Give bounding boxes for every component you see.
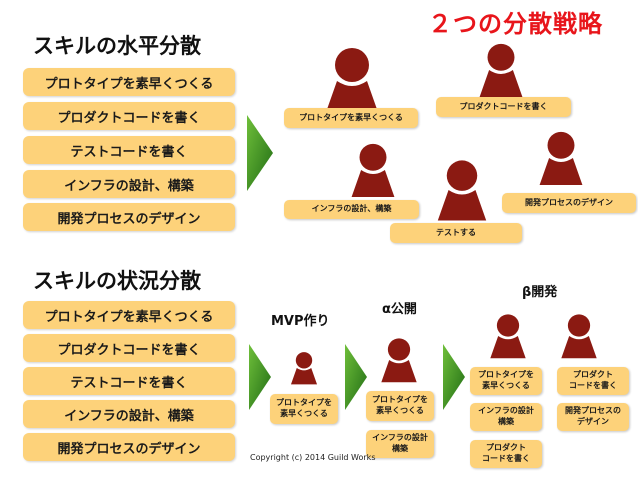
- person-icon-product-code: [479, 43, 523, 97]
- beta-person2-chip-process: 開発プロセスの デザイン: [557, 403, 629, 431]
- person-label-process: 開発プロセスのデザイン: [502, 193, 636, 213]
- situational-skill-process: 開発プロセスのデザイン: [23, 433, 235, 461]
- horizontal-skill-prototype: プロトタイプを素早くつくる: [23, 68, 235, 96]
- beta-person2-chip-product-code: プロダクト コードを書く: [557, 367, 629, 395]
- person-icon-beta-1: [490, 314, 526, 359]
- person-icon-process: [539, 131, 583, 185]
- beta-person1-chip-prototype: プロトタイプを 素早くつくる: [470, 367, 542, 395]
- person-icon-beta-2: [561, 314, 597, 359]
- beta-person1-chip-infra: インフラの設計 構築: [470, 403, 542, 431]
- mvp-chip-prototype: プロトタイプを 素早くつくる: [270, 394, 338, 424]
- person-label-prototype: プロトタイプを素早くつくる: [284, 108, 418, 128]
- stage-label-beta: β開発: [522, 285, 558, 300]
- situational-section-title: スキルの状況分散: [33, 269, 201, 293]
- alpha-chip-prototype: プロトタイプを 素早くつくる: [366, 391, 434, 421]
- situational-skill-product-code: プロダクトコードを書く: [23, 334, 235, 362]
- person-icon-test: [437, 160, 487, 221]
- stage-label-alpha: α公開: [382, 302, 417, 317]
- person-icon-mvp: [290, 352, 318, 385]
- person-label-product-code: プロダクトコードを書く: [436, 97, 571, 117]
- person-icon-alpha: [381, 338, 417, 383]
- alpha-chip-infra: インフラの設計 構築: [366, 430, 434, 458]
- horizontal-skill-process: 開発プロセスのデザイン: [23, 203, 235, 231]
- horizontal-skill-test-code: テストコードを書く: [23, 136, 235, 164]
- horizontal-arrow-icon: [247, 115, 273, 191]
- horizontal-skill-product-code: プロダクトコードを書く: [23, 102, 235, 130]
- situational-arrow-2-icon: [345, 344, 367, 410]
- situational-skill-prototype: プロトタイプを素早くつくる: [23, 301, 235, 329]
- person-icon-prototype: [325, 48, 379, 115]
- situational-skill-infra: インフラの設計、構築: [23, 400, 235, 428]
- situational-arrow-3-icon: [443, 344, 465, 410]
- beta-person1-chip-product-code: プロダクト コードを書く: [470, 440, 542, 468]
- main-title: ２つの分散戦略: [428, 10, 603, 38]
- copyright-text: Copyright (c) 2014 Guild Works: [250, 453, 376, 462]
- situational-arrow-1-icon: [249, 344, 271, 410]
- person-label-infra: インフラの設計、構築: [284, 200, 419, 219]
- person-label-test: テストする: [390, 223, 522, 243]
- stage-label-mvp: MVP作り: [271, 314, 330, 329]
- situational-skill-test-code: テストコードを書く: [23, 367, 235, 395]
- horizontal-skill-infra: インフラの設計、構築: [23, 170, 235, 198]
- person-icon-infra: [351, 143, 395, 197]
- horizontal-section-title: スキルの水平分散: [33, 34, 201, 58]
